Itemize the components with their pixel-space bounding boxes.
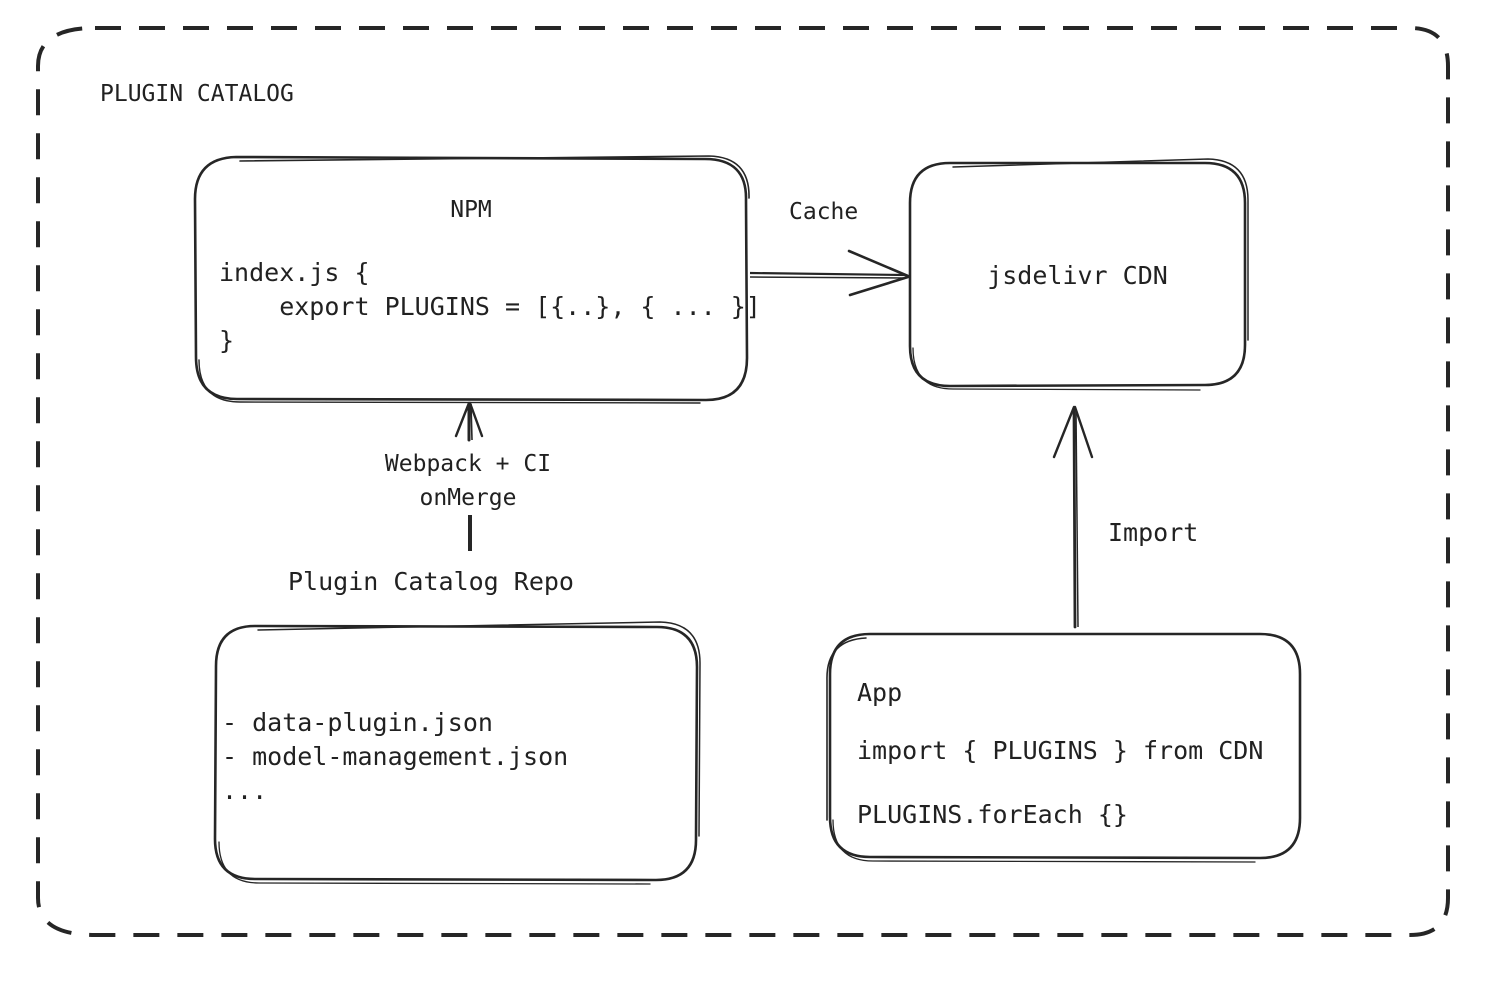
repo-node-caption: Plugin Catalog Repo [288,567,574,596]
repo-file-list: - data-plugin.json - model-management.js… [222,708,569,805]
app-import-statement: import { PLUGINS } from CDN [857,736,1264,765]
import-edge-label: Import [1108,518,1199,547]
cache-edge-label: Cache [789,199,859,225]
cache-arrow [749,249,910,297]
cdn-node-title: jsdelivr CDN [987,261,1168,290]
app-foreach-statement: PLUGINS.forEach {} [857,800,1128,829]
import-arrow [1052,405,1094,629]
npm-node-title: NPM [450,197,492,223]
build-edge-label: Webpack + CI onMerge [384,451,552,511]
app-node-title: App [857,678,903,707]
page-title: PLUGIN CATALOG [100,81,294,107]
npm-code-block: index.js { export PLUGINS = [{..}, { ...… [219,258,761,355]
